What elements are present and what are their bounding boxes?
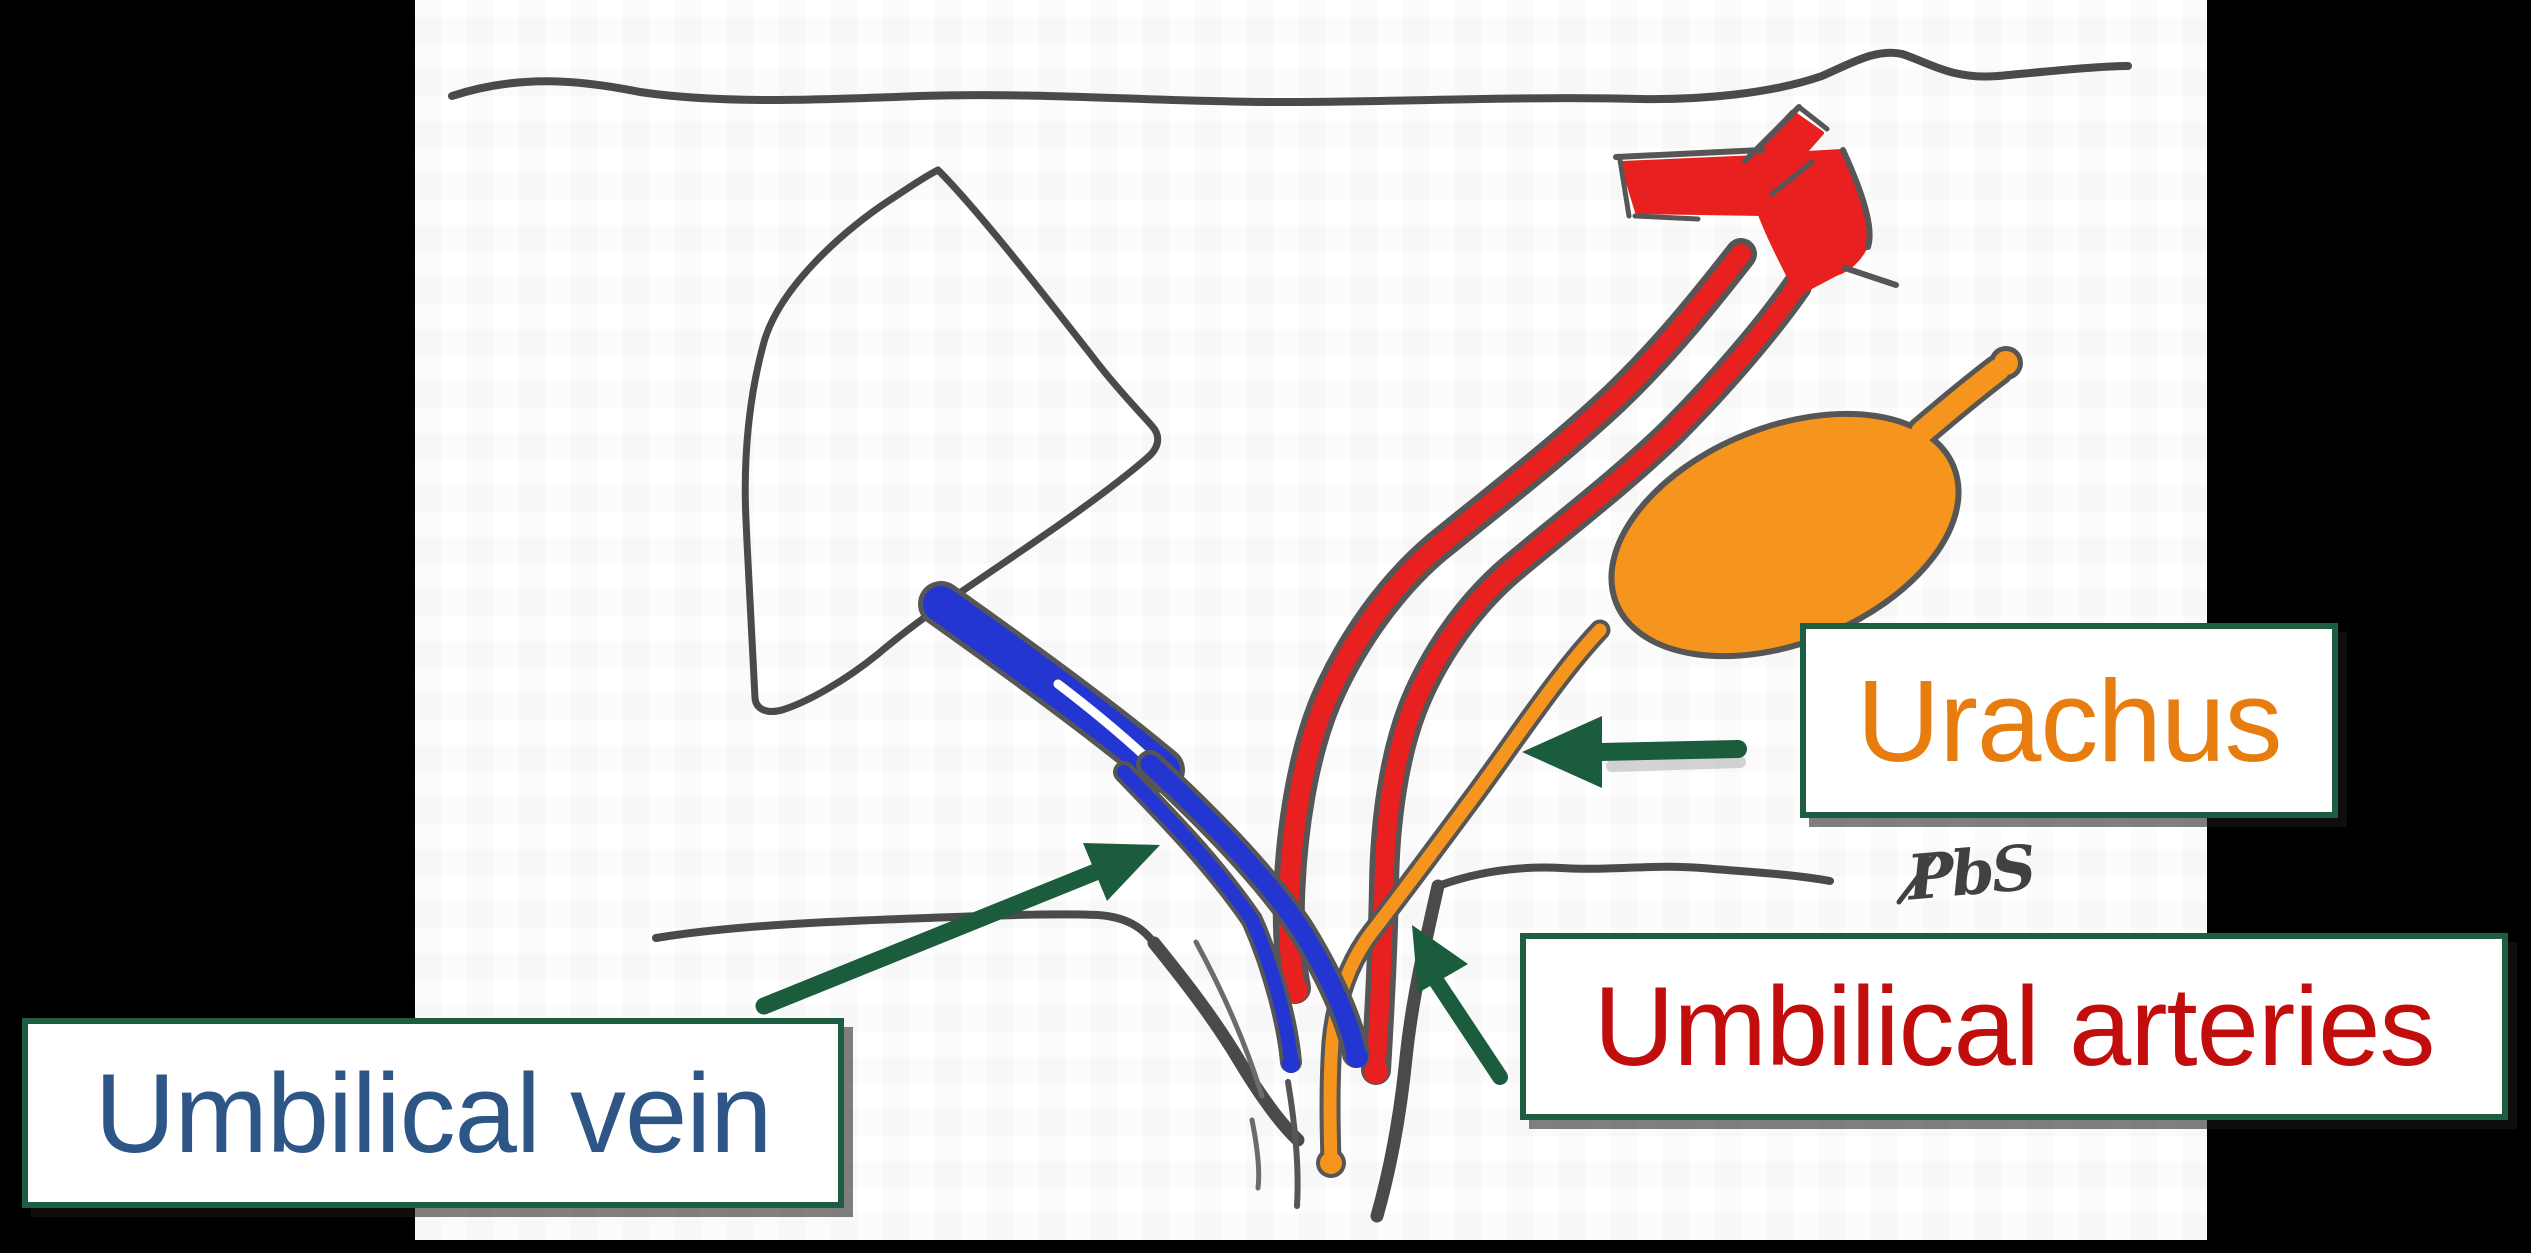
urachus-duct [1316,619,1611,1178]
label-urachus-text: Urachus [1856,655,2283,786]
umbilical-vein-arrow-icon [755,843,1160,1015]
label-umbilical-vein: Umbilical vein [22,1018,844,1208]
label-umbilical-arteries-text: Umbilical arteries [1593,964,2436,1089]
label-umbilical-vein-text: Umbilical vein [94,1050,773,1176]
aorta-iliac-trunk [1613,104,1899,296]
umbilical-vein-vessel [918,581,1370,1073]
bladder-shape [1608,346,2023,660]
liver-outline [741,166,1162,715]
abdominal-wall-right-line [1434,862,1834,890]
artist-signature: PbS [1896,831,2038,915]
umbilical-arteries-arrow-icon [1412,925,1508,1085]
urachus-arrow-icon [1522,716,1747,788]
label-umbilical-arteries: Umbilical arteries [1520,933,2508,1120]
label-urachus: Urachus [1800,623,2338,818]
signature-text: PbS [1903,831,2038,915]
skin-surface-line [448,48,2132,106]
abdominal-wall-left-line [652,910,1158,947]
